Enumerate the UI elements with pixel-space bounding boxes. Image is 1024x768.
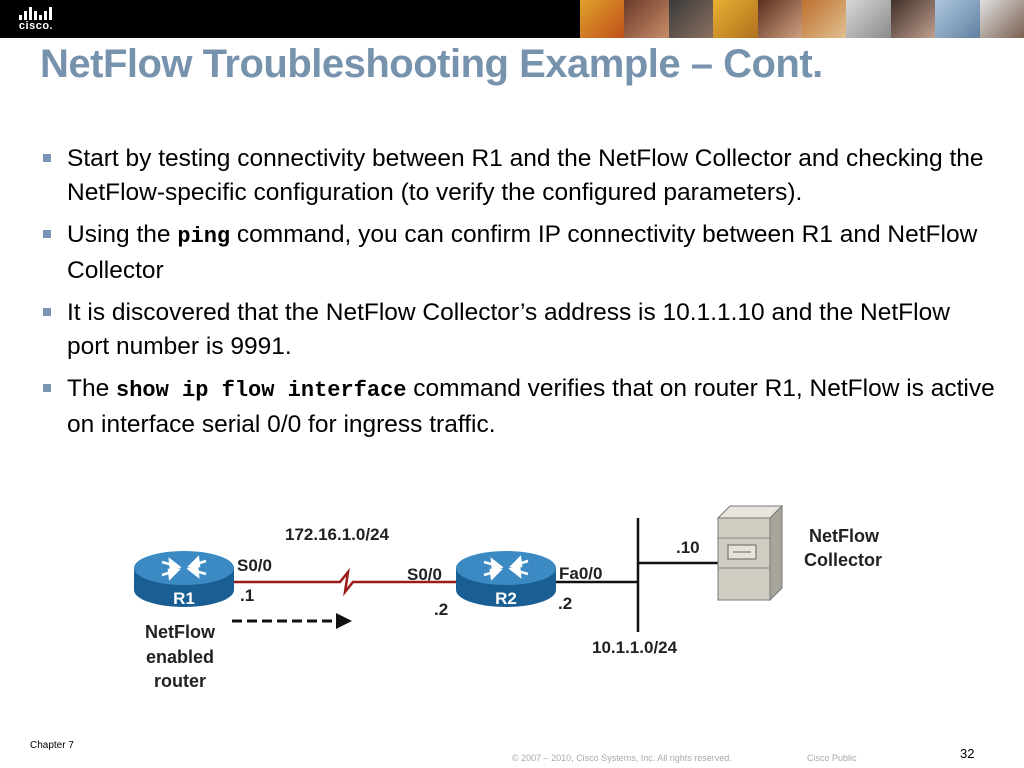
square-bullet-icon xyxy=(43,154,51,162)
bullet-item: It is discovered that the NetFlow Collec… xyxy=(40,296,967,364)
page-number: 32 xyxy=(960,746,975,761)
slide-title: NetFlow Troubleshooting Example – Cont. xyxy=(40,42,823,86)
r1-caption: enabled xyxy=(146,647,214,667)
square-bullet-icon xyxy=(43,308,51,316)
r2-lan-interface-label: Fa0/0 xyxy=(559,564,602,583)
r1-caption: router xyxy=(154,671,206,691)
collector-label: NetFlow xyxy=(809,526,880,546)
router-r1-icon xyxy=(134,551,234,607)
router-r2-icon xyxy=(456,551,556,607)
bullet-item: Using the ping command, you can confirm … xyxy=(40,218,987,288)
traffic-arrow-icon xyxy=(336,613,352,629)
lan-subnet-label: 10.1.1.0/24 xyxy=(592,638,678,657)
bullet-text: command, you can confirm IP connectivity… xyxy=(67,221,978,284)
square-bullet-icon xyxy=(43,384,51,392)
r2-label: R2 xyxy=(495,589,517,608)
bullet-text: The xyxy=(67,375,117,402)
collector-label: Collector xyxy=(804,550,882,570)
bullet-item: The show ip flow interface command verif… xyxy=(40,372,1007,442)
bullet-text: Using the xyxy=(67,221,178,248)
bullet-item: Start by testing connectivity between R1… xyxy=(40,142,997,210)
command-text: ping xyxy=(177,224,231,249)
r1-caption: NetFlow xyxy=(145,622,216,642)
r2-host-label: .2 xyxy=(434,600,448,619)
collector-host-label: .10 xyxy=(676,538,700,557)
bullet-text: command verifies that on router R1, NetF… xyxy=(67,375,995,438)
logo-text: cisco. xyxy=(18,20,54,32)
header-photo-strip xyxy=(580,0,1024,38)
server-icon xyxy=(716,504,784,602)
r1-label: R1 xyxy=(173,589,195,608)
serial-link-line xyxy=(228,567,470,597)
cisco-logo: cisco. xyxy=(14,6,58,34)
header-bar: cisco. xyxy=(0,0,1024,38)
footer-copyright: © 2007 – 2010, Cisco Systems, Inc. All r… xyxy=(512,753,732,763)
bullet-text: Start by testing connectivity between R1… xyxy=(67,145,984,206)
r2-interface-label: S0/0 xyxy=(407,565,442,584)
r1-host-label: .1 xyxy=(240,586,254,605)
footer-classification: Cisco Public xyxy=(807,753,857,763)
bullet-list: Start by testing connectivity between R1… xyxy=(40,142,995,450)
cisco-bars-icon xyxy=(18,6,56,20)
bullet-text: It is discovered that the NetFlow Collec… xyxy=(67,299,950,360)
square-bullet-icon xyxy=(43,230,51,238)
r2-lan-host-label: .2 xyxy=(558,594,572,613)
wan-subnet-label: 172.16.1.0/24 xyxy=(285,525,390,544)
footer-chapter: Chapter 7 xyxy=(30,740,74,751)
r1-interface-label: S0/0 xyxy=(237,556,272,575)
command-text: show ip flow interface xyxy=(116,378,407,403)
